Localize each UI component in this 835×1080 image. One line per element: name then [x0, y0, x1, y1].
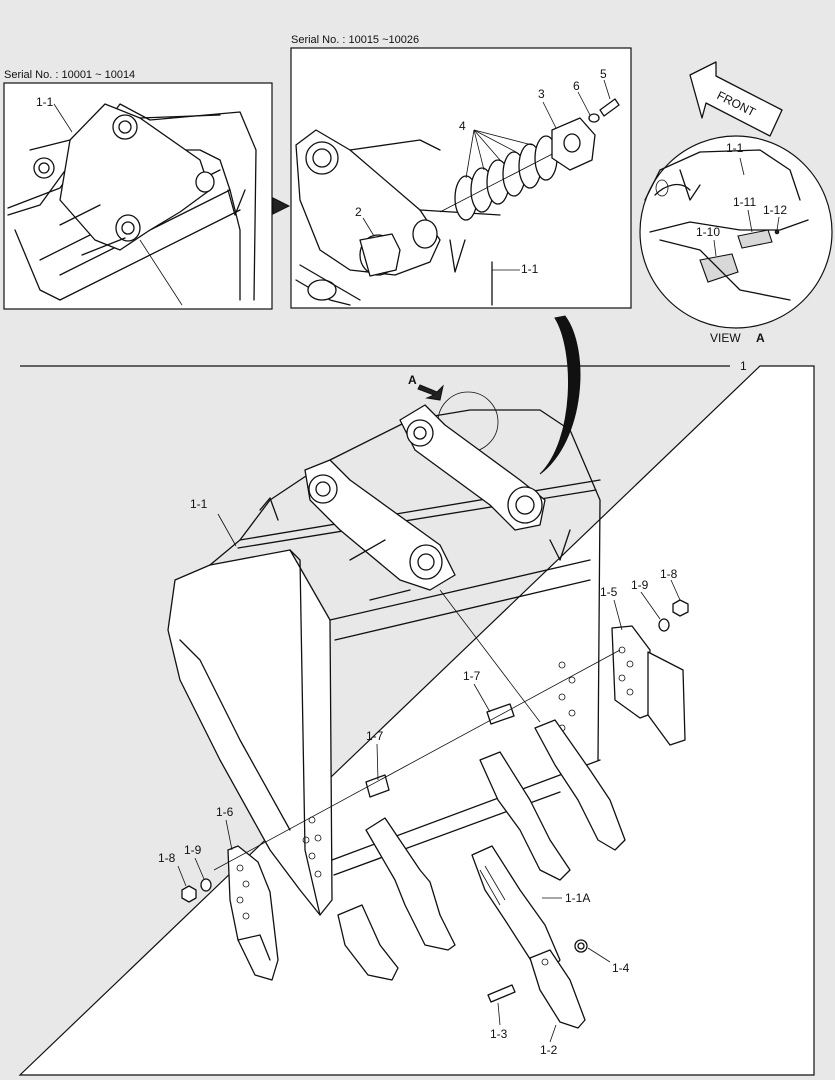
view-word-label: VIEW: [710, 331, 741, 345]
plate-1-10: [699, 253, 739, 283]
label-main-1-7-upper: 1-7: [463, 669, 481, 683]
label-main-1-9-left: 1-9: [184, 843, 202, 857]
label-right-1-1: 1-1: [521, 262, 539, 276]
label-main-1-9-right: 1-9: [631, 578, 649, 592]
arrow-a-letter: A: [408, 373, 417, 387]
label-right-2: 2: [355, 205, 362, 219]
left-serial-label: Serial No. : 10001 ~ 10014: [4, 69, 135, 81]
side-cutter-1-6: [227, 845, 279, 981]
side-cutter-1-5: [611, 625, 686, 746]
label-view-1-11: 1-11: [733, 195, 756, 209]
view-a-arrow-icon: [417, 384, 444, 401]
label-main-1-5: 1-5: [600, 585, 618, 599]
bolt-1-7-upper: [486, 703, 515, 725]
tooth-1-2: [529, 949, 586, 1029]
washer-1-9-left: [200, 878, 212, 892]
label-main-1-8-left: 1-8: [158, 851, 176, 865]
main-bucket-drawing: A: [167, 373, 689, 1043]
inset-serial-10015-10026: Serial No. : 10015 ~10026: [290, 34, 632, 309]
label-main-1-7-lower: 1-7: [366, 729, 384, 743]
label-right-6: 6: [573, 79, 580, 93]
label-right-5: 5: [600, 67, 607, 81]
nut-1-8-right: [672, 599, 689, 617]
label-left-1-1: 1-1: [36, 95, 54, 109]
main-assembly-frame: 1: [18, 359, 815, 1076]
washer-6: [588, 113, 600, 123]
nut-1-8-left: [181, 885, 197, 903]
plate-1-11: [737, 229, 773, 249]
bolt-5: [599, 98, 620, 117]
bucket-teeth: [337, 719, 626, 981]
pin-1-3: [487, 984, 516, 1003]
right-serial-label: Serial No. : 10015 ~10026: [291, 34, 419, 46]
bolt-1-7-lower: [365, 774, 390, 798]
label-main-1: 1: [740, 359, 747, 373]
label-right-4: 4: [459, 119, 466, 133]
right-bucket-top-drawing: [295, 79, 620, 306]
label-main-1-6: 1-6: [216, 805, 234, 819]
right-arrow-icon: [272, 197, 291, 215]
label-main-1-1A: 1-1A: [565, 891, 590, 905]
connector-swoosh: [539, 315, 581, 475]
label-right-3: 3: [538, 87, 545, 101]
label-view-1-1: 1-1: [726, 141, 744, 155]
view-letter-label: A: [756, 331, 765, 345]
view-a-detail: [639, 135, 833, 329]
front-arrow: FRONT: [689, 61, 783, 137]
label-view-1-12: 1-12: [763, 203, 787, 217]
label-main-1-1: 1-1: [190, 497, 208, 511]
label-main-1-4: 1-4: [612, 961, 630, 975]
label-main-1-2: 1-2: [540, 1043, 558, 1057]
inset-serial-10001-10014: Serial No. : 10001 ~ 10014 1-1: [3, 69, 273, 310]
left-bucket-top-drawing: [7, 103, 257, 306]
washer-1-9-right: [658, 618, 670, 632]
label-main-1-8-right: 1-8: [660, 567, 678, 581]
label-main-1-3: 1-3: [490, 1027, 508, 1041]
label-view-1-10: 1-10: [696, 225, 720, 239]
